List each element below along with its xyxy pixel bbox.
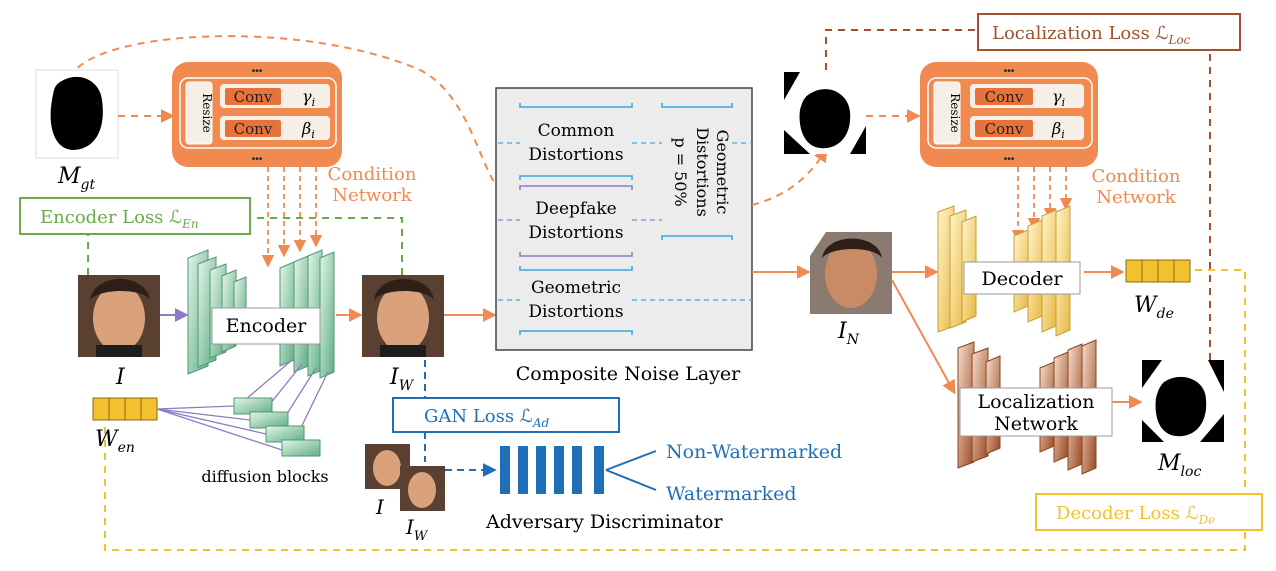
- decoder-loss-route: [104, 269, 1246, 551]
- condition-network-left: Resize Conv γi Conv βi ••• •••: [172, 62, 342, 167]
- svg-text:•••: •••: [1004, 154, 1015, 165]
- encoder-loss-label: Encoder Loss ℒEn: [40, 207, 199, 231]
- discriminator-label: Adversary Discriminator: [485, 511, 723, 533]
- geometric-distortions-side-label: GeometricDistortionsp = 50%: [671, 127, 732, 217]
- decoder-label: Decoder: [981, 268, 1063, 290]
- svg-text:γi: γi: [1052, 87, 1065, 109]
- input-image: [78, 275, 160, 357]
- noised-image-label: IN: [837, 319, 860, 348]
- localization-network: [957, 339, 1113, 475]
- svg-text:•••: •••: [1004, 66, 1015, 77]
- svg-text:Resize: Resize: [948, 93, 962, 133]
- svg-text:Conv: Conv: [234, 120, 273, 138]
- discriminator-input-iw-label: IW: [405, 515, 429, 544]
- decoder-loss-box: [1035, 493, 1263, 531]
- distorted-mask: [784, 72, 866, 154]
- svg-text:•••: •••: [252, 154, 263, 165]
- svg-text:βi: βi: [1051, 119, 1065, 141]
- svg-text:Conv: Conv: [985, 120, 1024, 138]
- decoded-watermark: [1125, 259, 1191, 283]
- ground-truth-mask: [35, 69, 119, 159]
- mask-to-noise-dashed: [69, 35, 501, 191]
- svg-text:Conv: Conv: [234, 88, 273, 106]
- localization-loss-box: [977, 13, 1241, 51]
- decoder-loss-label: Decoder Loss ℒDe: [1056, 503, 1215, 527]
- input-image-label: I: [115, 365, 126, 390]
- gan-loss-box: [392, 397, 620, 433]
- adversary-discriminator: [500, 446, 604, 494]
- diffusion-blocks: [156, 359, 329, 457]
- encoder-loss-box: [19, 197, 251, 235]
- condition-network-right: Resize Conv γi Conv βi ••• •••: [920, 62, 1098, 167]
- svg-text:•••: •••: [252, 66, 263, 77]
- svg-text:βi: βi: [301, 119, 315, 141]
- composite-noise-layer: [495, 87, 753, 351]
- discriminator-input-i-label: I: [375, 495, 385, 519]
- condition-to-encoder-arrows: [261, 167, 323, 268]
- svg-text:γi: γi: [302, 87, 315, 109]
- localization-loss-label: Localization Loss ℒLoc: [992, 23, 1191, 47]
- watermark-input: [92, 397, 158, 421]
- svg-text:Resize: Resize: [200, 93, 214, 133]
- encoder-label: Encoder: [226, 315, 308, 337]
- discriminator-input-watermarked: [400, 466, 445, 511]
- gan-loss-label: GAN Loss ℒAd: [424, 406, 549, 430]
- localization-mask: [1142, 360, 1224, 442]
- watermarked-image: [362, 275, 444, 357]
- composite-noise-layer-title: Composite Noise Layer: [516, 363, 741, 385]
- mask-gt-label: Mgt: [57, 164, 95, 193]
- watermarked-image-label: IW: [389, 365, 415, 394]
- output-watermarked: Watermarked: [666, 483, 797, 505]
- decoder-network: [937, 205, 1081, 337]
- watermark-input-label: Wen: [95, 427, 135, 456]
- encoder-network: [187, 249, 335, 379]
- output-non-watermarked: Non-Watermarked: [666, 441, 842, 463]
- decoded-watermark-label: Wde: [1134, 293, 1174, 322]
- localization-mask-label: Mloc: [1157, 451, 1201, 480]
- diffusion-blocks-label: diffusion blocks: [201, 467, 328, 486]
- noised-image: [810, 232, 892, 314]
- svg-text:Conv: Conv: [985, 88, 1024, 106]
